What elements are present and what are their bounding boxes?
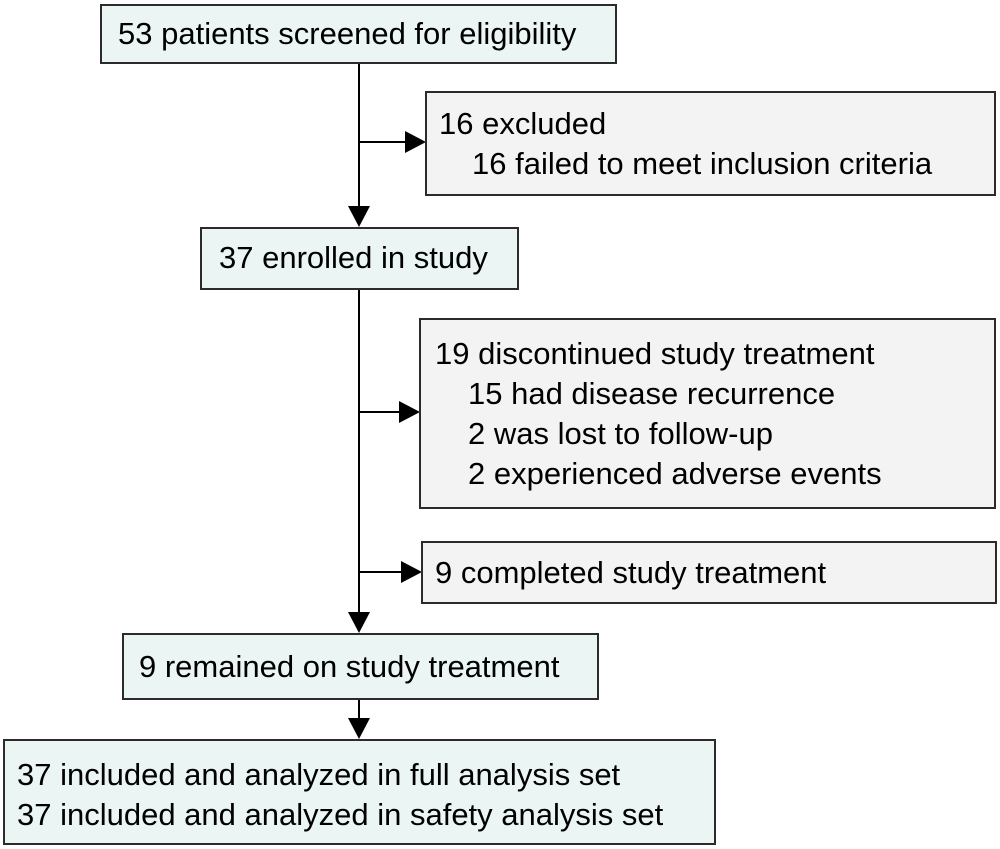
enrolled-text: 37 enrolled in study [219, 240, 488, 275]
analyzed-safety-text: 37 included and analyzed in safety analy… [17, 797, 664, 832]
discontinued-title: 19 discontinued study treatment [435, 336, 875, 371]
excluded-box: 16 excluded 16 failed to meet inclusion … [425, 91, 996, 196]
analyzed-box: 37 included and analyzed in full analysi… [3, 739, 716, 845]
screened-text: 53 patients screened for eligibility [118, 16, 577, 51]
excluded-title: 16 excluded [439, 106, 607, 141]
completed-box: 9 completed study treatment [421, 541, 997, 604]
remained-text: 9 remained on study treatment [139, 649, 560, 684]
arrowhead-to-remained [348, 612, 370, 633]
enrolled-box: 37 enrolled in study [200, 227, 519, 290]
arrowhead-to-completed [401, 561, 422, 583]
completed-text: 9 completed study treatment [435, 555, 827, 590]
excluded-item: 16 failed to meet inclusion criteria [472, 146, 933, 181]
analyzed-full-text: 37 included and analyzed in full analysi… [17, 757, 621, 792]
screened-box: 53 patients screened for eligibility [100, 4, 617, 64]
discontinued-item-lost: 2 was lost to follow-up [468, 416, 773, 451]
discontinued-item-recurrence: 15 had disease recurrence [468, 376, 836, 411]
discontinued-item-adverse: 2 experienced adverse events [468, 456, 882, 491]
arrowhead-to-discontinued [399, 401, 420, 423]
arrowhead-to-excluded [405, 131, 426, 153]
remained-box: 9 remained on study treatment [122, 633, 599, 700]
arrowhead-to-analyzed [348, 718, 370, 739]
arrowhead-to-enrolled [348, 206, 370, 227]
discontinued-box: 19 discontinued study treatment 15 had d… [419, 318, 996, 509]
